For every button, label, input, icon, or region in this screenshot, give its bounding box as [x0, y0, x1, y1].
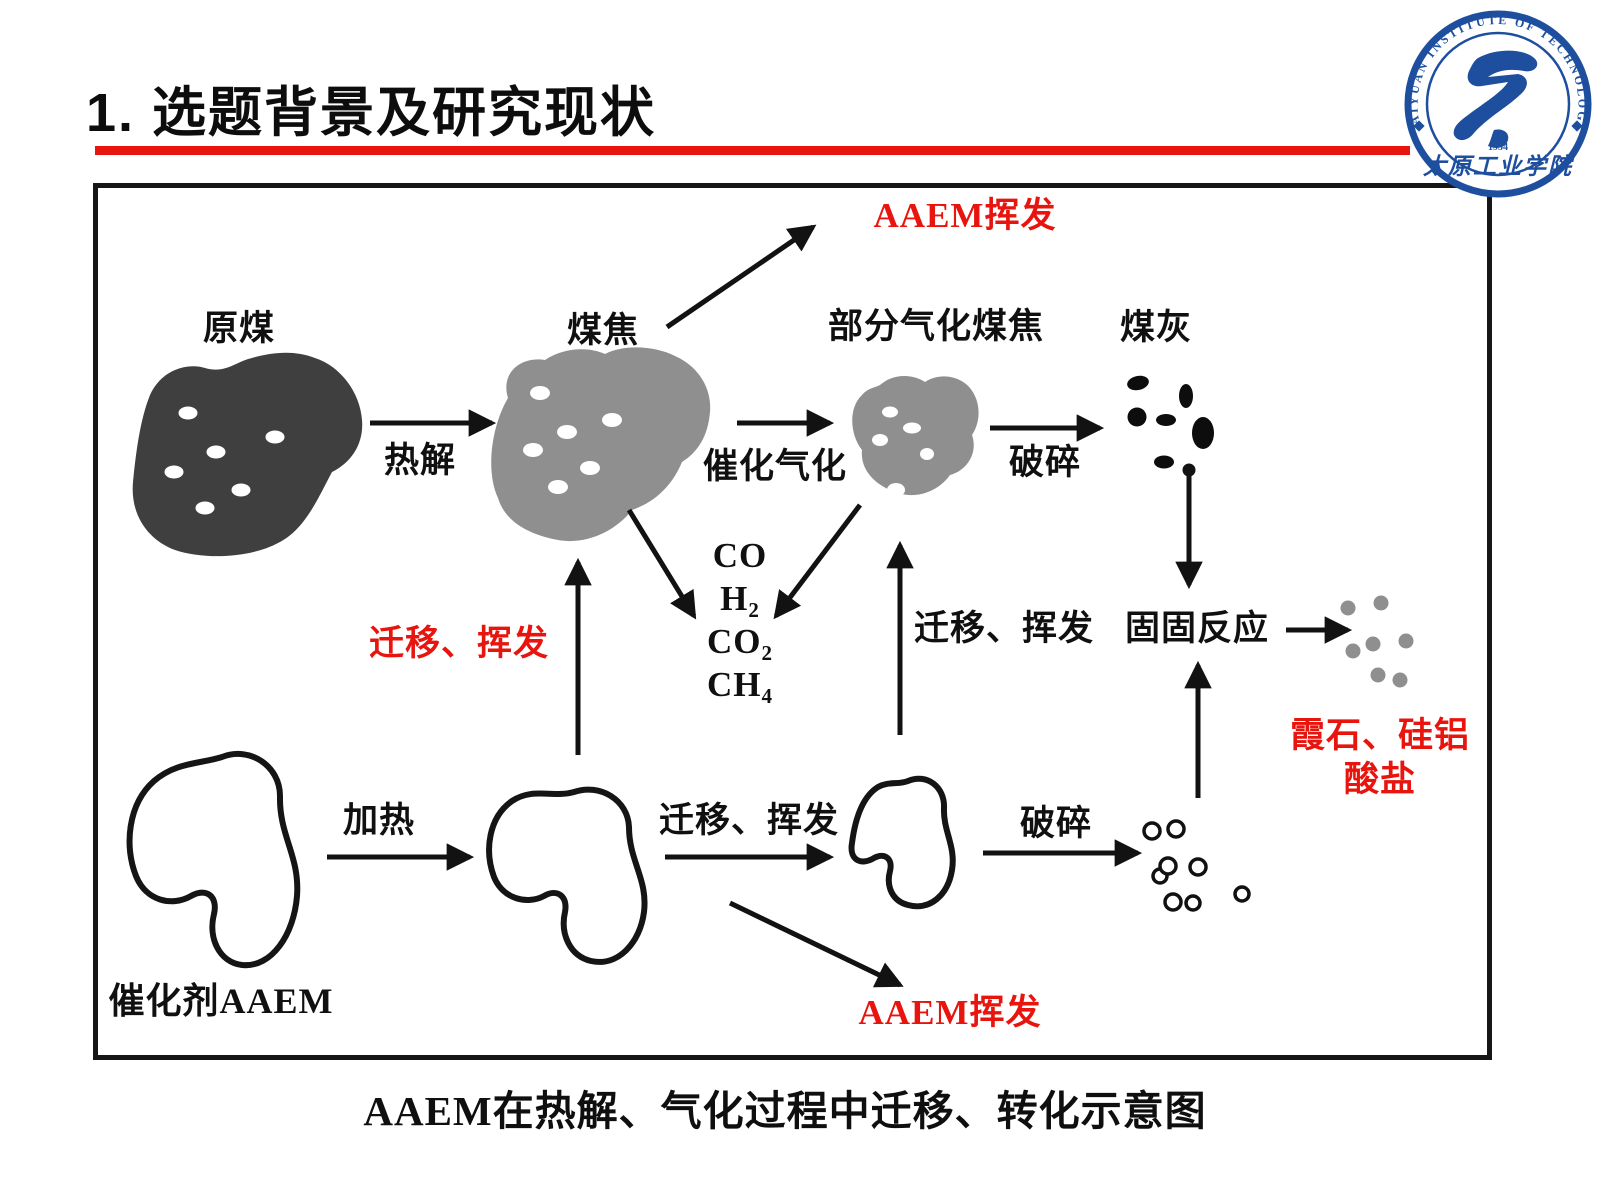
diagram-caption: AAEM在热解、气化过程中迁移、转化示意图: [363, 1088, 1207, 1134]
label-product-line1: 霞石、硅铝: [1289, 715, 1471, 755]
product-particles: [1340, 595, 1414, 688]
logo-glyph-flick-icon: [1488, 129, 1509, 148]
gas-co: CO: [712, 535, 768, 575]
label-catalyst-aaem: 催化剂AAEM: [108, 981, 334, 1022]
pore-icon: [195, 501, 215, 515]
title-underline: [95, 146, 1410, 155]
coal-ash-particles: [1127, 375, 1214, 469]
catalyst-blob-medium: [486, 786, 648, 965]
label-aaem-volatilize-top: AAEM挥发: [873, 195, 1057, 235]
pore-icon: [557, 425, 577, 439]
label-migration-right: 迁移、挥发: [913, 608, 1095, 648]
pore-icon: [602, 413, 622, 427]
gas-ch4: CH₄: [707, 664, 773, 704]
label-crush-top: 破碎: [1008, 442, 1082, 482]
arrow-aaem-volatilize-bottom: [728, 900, 904, 988]
label-coal-ash: 煤灰: [1119, 307, 1193, 347]
pore-icon: [580, 461, 600, 475]
label-migration-bottom: 迁移、挥发: [658, 800, 840, 840]
label-heating: 加热: [342, 800, 416, 840]
pore-icon: [872, 434, 888, 446]
logo-year: 1954: [1488, 142, 1508, 153]
logo-diamond-right-icon: [1571, 120, 1583, 132]
label-catalytic-gasification: 催化气化: [702, 446, 848, 486]
catalyst-blob-small: [848, 775, 956, 910]
gas-h2: H₂: [720, 578, 760, 618]
label-crush-bottom: 破碎: [1019, 803, 1093, 843]
pore-icon: [523, 443, 543, 457]
pore-icon: [231, 483, 251, 497]
pore-icon: [882, 406, 898, 418]
crushed-catalyst-particles: [1142, 819, 1251, 912]
label-solid-solid-reaction: 固固反应: [1124, 608, 1270, 648]
label-coal-char: 煤焦: [566, 310, 640, 350]
label-pyrolysis: 热解: [383, 440, 457, 480]
pore-icon: [548, 480, 568, 494]
arrow-partialchar-to-gas: [773, 503, 862, 620]
partial-char-blob: [852, 376, 979, 497]
logo-glyph-icon: [1453, 50, 1538, 141]
catalyst-blob-large: [126, 750, 301, 969]
label-partial-char: 部分气化煤焦: [827, 306, 1045, 346]
label-product-line2: 酸盐: [1343, 759, 1417, 799]
logo-diamond-left-icon: [1413, 120, 1425, 132]
pore-icon: [206, 445, 226, 459]
pore-icon: [920, 448, 934, 460]
logo-inner-ring: [1425, 31, 1571, 177]
logo-calligraphy: 太原工业学院: [1423, 153, 1575, 179]
pore-icon: [887, 483, 905, 497]
pore-icon: [265, 430, 285, 444]
pore-icon: [903, 422, 921, 434]
gas-co2: CO₂: [707, 621, 773, 661]
arrow-start-dot: [1182, 463, 1196, 477]
coal-char-blob: [491, 347, 711, 542]
raw-coal-blob: [132, 352, 363, 557]
university-logo: TAIYUAN INSTITUTE OF TECHNOLOGY 1954 太原工…: [1404, 10, 1592, 198]
label-migration-left: 迁移、挥发: [368, 623, 550, 663]
label-aaem-volatilize-bottom: AAEM挥发: [858, 992, 1042, 1032]
pore-icon: [178, 406, 198, 420]
arrow-char-to-gas: [626, 508, 697, 620]
arrow-aaem-volatilize-top: [665, 224, 817, 330]
pore-icon: [164, 465, 184, 479]
label-raw-coal: 原煤: [202, 308, 276, 348]
page-title: 1. 选题背景及研究现状: [86, 83, 657, 143]
diagram-frame: [93, 183, 1492, 1060]
pore-icon: [530, 386, 550, 400]
